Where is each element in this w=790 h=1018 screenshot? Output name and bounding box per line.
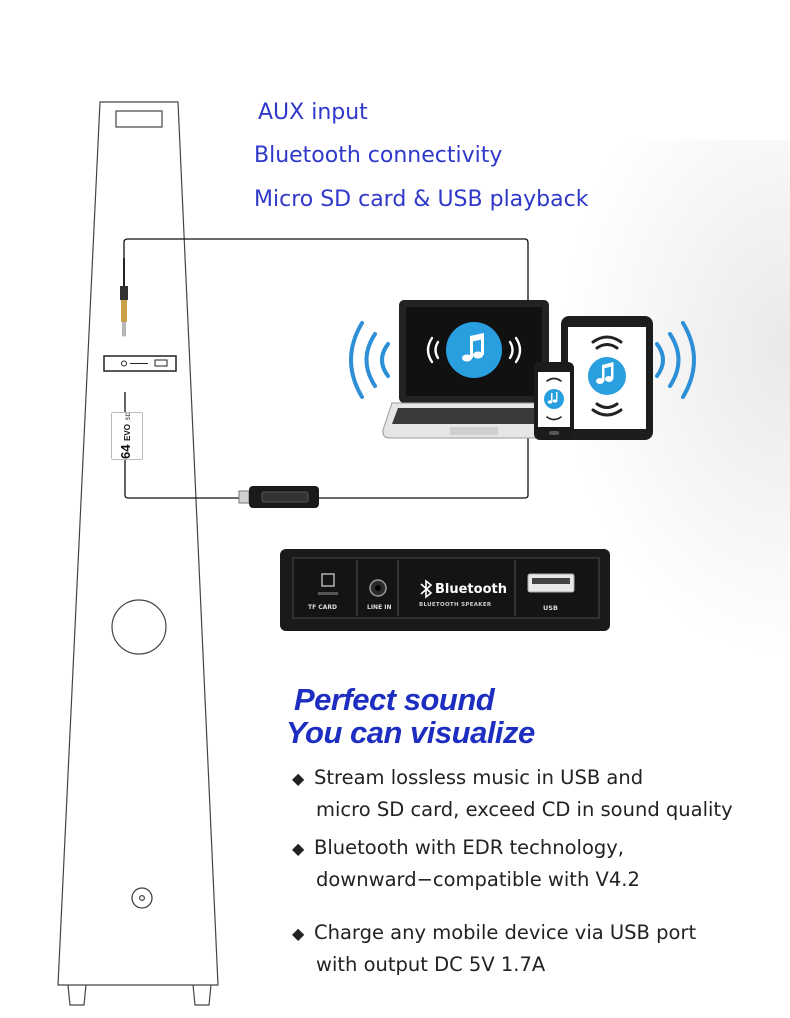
bullet-3: ◆ Charge any mobile device via USB port w… [292,917,696,980]
feature-aux: AUX input [258,100,368,125]
usb-stick-icon [238,486,319,508]
wireless-waves-left-icon [349,321,390,399]
aux-port-box [103,355,177,372]
tower-speaker [57,101,219,1006]
tablet-icon [561,316,653,440]
feature-sd-usb: Micro SD card & USB playback [254,187,589,212]
speaker-port [111,599,167,655]
power-button [131,887,153,909]
headline-line1: Perfect sound [294,682,495,717]
micro-sd-card-icon: 64 EVO SDHC [111,412,143,460]
bullet-3-line2: with output DC 5V 1.7A [316,953,546,976]
panel-usb-label: USB [543,604,558,612]
control-panel [280,549,610,631]
music-note-icon [462,333,484,362]
feature-bluetooth: Bluetooth connectivity [254,143,503,168]
diamond-bullet-icon: ◆ [292,769,305,788]
bullet-2-line1: Bluetooth with EDR technology, [314,836,624,859]
bullet-1-line2: micro SD card, exceed CD in sound qualit… [316,798,733,821]
panel-bluetooth-title: Bluetooth [435,582,507,597]
sd-class: SDHC [126,413,132,420]
sd-capacity: 64 [118,444,133,459]
bullet-3-line1: Charge any mobile device via USB port [314,921,697,944]
headline-line2: You can visualize [286,715,535,750]
panel-linein-label: LINE IN [367,604,392,611]
bullet-2: ◆ Bluetooth with EDR technology, downward… [292,832,640,895]
laptop-icon [382,300,566,439]
panel-bluetooth-sub: BLUETOOTH SPEAKER [419,602,492,608]
diamond-bullet-icon: ◆ [292,839,305,858]
bullet-1-line1: Stream lossless music in USB and [314,766,644,789]
wireless-waves-right-icon [655,321,696,399]
diamond-bullet-icon: ◆ [292,924,305,943]
sd-brand: EVO [123,424,132,441]
phone-icon [534,362,574,440]
bullet-2-line2: downward−compatible with V4.2 [316,868,640,891]
aux-jack-icon [120,258,128,337]
bluetooth-icon [420,579,433,599]
panel-tf-label: TF CARD [308,604,337,611]
bullet-1: ◆ Stream lossless music in USB and micro … [292,762,733,825]
